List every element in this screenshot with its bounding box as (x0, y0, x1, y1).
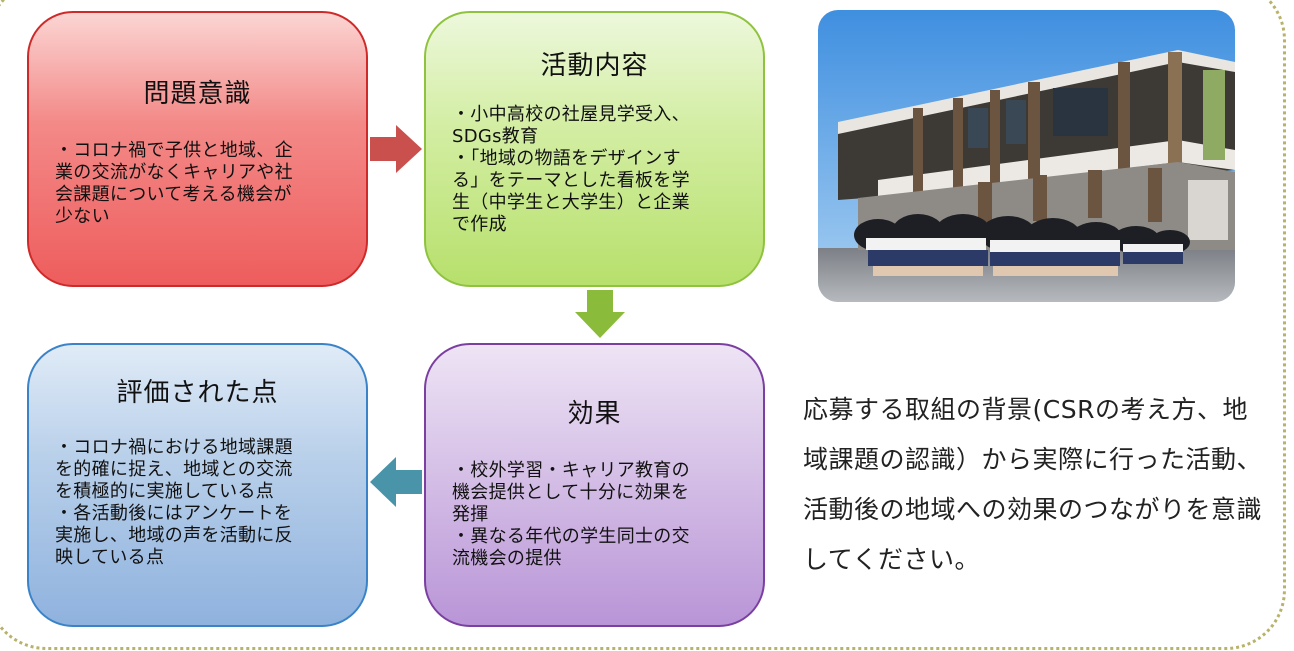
problem-body: ・コロナ禍で子供と地域、企 業の交流がなくキャリアや社 会課題について考える機会… (55, 140, 293, 227)
evaluation-body: ・コロナ禍における地域課題 を的確に捉え、地域との交流 を積極的に実施している点… (55, 437, 293, 568)
evaluation-card: 評価された点 ・コロナ禍における地域課題 を的確に捉え、地域との交流 を積極的に… (27, 343, 368, 627)
activity-title: 活動内容 (540, 51, 649, 81)
arrow-down-icon (575, 290, 625, 338)
effect-body: ・校外学習・キャリア教育の 機会提供として十分に効果を 発揮 ・異なる年代の学生… (452, 460, 690, 569)
problem-title: 問題意識 (143, 79, 252, 109)
problem-card: 問題意識 ・コロナ禍で子供と地域、企 業の交流がなくキャリアや社 会課題について… (27, 11, 368, 287)
activity-body: ・小中高校の社屋見学受入、 SDGs教育 ・「地域の物語をデザインす る」をテー… (452, 104, 690, 235)
evaluation-title: 評価された点 (116, 378, 279, 408)
effect-card: 効果 ・校外学習・キャリア教育の 機会提供として十分に効果を 発揮 ・異なる年代… (424, 343, 765, 627)
building-photo (818, 10, 1235, 302)
effect-title: 効果 (567, 399, 622, 429)
activity-card: 活動内容 ・小中高校の社屋見学受入、 SDGs教育 ・「地域の物語をデザインす … (424, 11, 765, 287)
arrow-left-icon (370, 457, 422, 507)
instruction-note: 応募する取組の背景(CSRの考え方、地域課題の認識）から実際に行った活動、活動後… (803, 395, 1263, 574)
arrow-right-icon (370, 125, 422, 173)
